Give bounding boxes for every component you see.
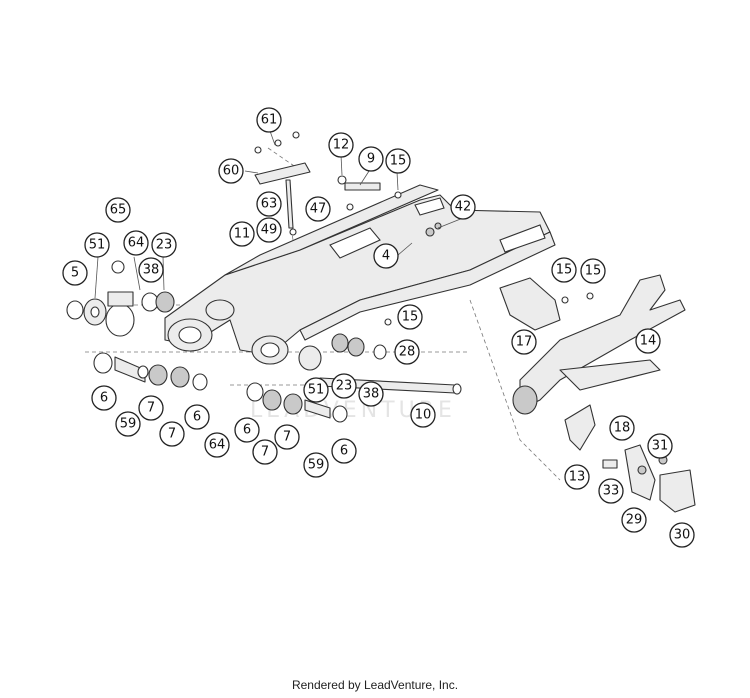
callout: 13 — [564, 464, 590, 490]
svg-text:5: 5 — [71, 266, 79, 281]
swingarm-frame — [164, 184, 556, 365]
callout: 6 — [91, 385, 117, 411]
svg-text:18: 18 — [614, 421, 631, 436]
callout: 29 — [621, 507, 647, 533]
svg-text:30: 30 — [674, 528, 691, 543]
svg-text:60: 60 — [223, 164, 240, 179]
svg-text:13: 13 — [569, 470, 586, 485]
top-hardware — [254, 131, 594, 326]
callout: 23 — [331, 373, 357, 399]
svg-text:33: 33 — [603, 484, 620, 499]
svg-text:59: 59 — [308, 458, 325, 473]
svg-text:6: 6 — [243, 423, 251, 438]
svg-text:61: 61 — [261, 113, 278, 128]
svg-text:42: 42 — [455, 200, 472, 215]
callout: 64 — [204, 432, 230, 458]
callout: 15 — [580, 258, 606, 284]
chain-slider — [499, 277, 561, 331]
svg-text:9: 9 — [367, 152, 375, 167]
svg-text:28: 28 — [399, 345, 416, 360]
callout: 15 — [551, 257, 577, 283]
callout: 14 — [635, 328, 661, 354]
callout: 64 — [123, 230, 149, 256]
callout: 59 — [115, 411, 141, 437]
callout: 18 — [609, 415, 635, 441]
svg-text:49: 49 — [261, 223, 278, 238]
svg-text:38: 38 — [363, 387, 380, 402]
callout: 63 — [256, 191, 282, 217]
svg-text:63: 63 — [261, 197, 278, 212]
callout: 15 — [385, 148, 411, 174]
callout: 6 — [184, 404, 210, 430]
svg-text:51: 51 — [89, 238, 106, 253]
callouts: 61 12 9 15 60 63 47 42 65 11 49 4 64 51 … — [62, 107, 695, 548]
callout: 65 — [105, 197, 131, 223]
svg-text:65: 65 — [110, 203, 127, 218]
svg-text:29: 29 — [626, 513, 643, 528]
callout: 49 — [256, 217, 282, 243]
svg-text:15: 15 — [585, 264, 602, 279]
svg-text:23: 23 — [336, 379, 353, 394]
callout: 17 — [511, 329, 537, 355]
callout: 7 — [159, 421, 185, 447]
callout: 30 — [669, 522, 695, 548]
svg-text:7: 7 — [261, 445, 269, 460]
callout: 51 — [84, 232, 110, 258]
callout: 28 — [394, 339, 420, 365]
svg-text:15: 15 — [390, 154, 407, 169]
callout: 61 — [256, 107, 282, 133]
callout: 7 — [274, 424, 300, 450]
svg-text:64: 64 — [209, 438, 226, 453]
chain-guide — [564, 404, 696, 513]
callout: 15 — [397, 304, 423, 330]
svg-text:59: 59 — [120, 417, 137, 432]
svg-text:51: 51 — [308, 383, 325, 398]
svg-text:31: 31 — [652, 439, 669, 454]
svg-text:10: 10 — [415, 408, 432, 423]
svg-text:15: 15 — [402, 310, 419, 325]
callout: 6 — [331, 438, 357, 464]
svg-text:15: 15 — [556, 263, 573, 278]
footer-credit: Rendered by LeadVenture, Inc. — [291, 678, 459, 692]
callout: 47 — [305, 196, 331, 222]
callout: 38 — [138, 257, 164, 283]
svg-text:7: 7 — [147, 401, 155, 416]
callout: 51 — [303, 377, 329, 403]
svg-text:6: 6 — [193, 410, 201, 425]
callout: 7 — [252, 439, 278, 465]
svg-text:64: 64 — [128, 236, 145, 251]
callout: 31 — [647, 433, 673, 459]
svg-text:47: 47 — [310, 202, 327, 217]
svg-text:38: 38 — [143, 263, 160, 278]
svg-text:17: 17 — [516, 335, 533, 350]
svg-text:6: 6 — [340, 444, 348, 459]
callout: 5 — [62, 260, 88, 286]
chain-guard — [512, 274, 686, 415]
svg-text:14: 14 — [640, 334, 657, 349]
svg-text:23: 23 — [156, 238, 173, 253]
svg-text:6: 6 — [100, 391, 108, 406]
svg-text:7: 7 — [283, 430, 291, 445]
callout: 7 — [138, 395, 164, 421]
callout: 60 — [218, 158, 244, 184]
svg-text:11: 11 — [234, 227, 251, 242]
callout: 11 — [229, 221, 255, 247]
callout: 42 — [450, 194, 476, 220]
callout: 12 — [328, 132, 354, 158]
svg-text:4: 4 — [382, 249, 390, 264]
callout: 4 — [373, 243, 399, 269]
callout: 9 — [358, 146, 384, 172]
callout: 33 — [598, 478, 624, 504]
svg-text:12: 12 — [333, 138, 350, 153]
callout: 38 — [358, 381, 384, 407]
callout: 23 — [151, 232, 177, 258]
callout: 10 — [410, 402, 436, 428]
svg-text:7: 7 — [168, 427, 176, 442]
leader-lines — [94, 130, 464, 299]
callout: 59 — [303, 452, 329, 478]
callout: 6 — [234, 417, 260, 443]
